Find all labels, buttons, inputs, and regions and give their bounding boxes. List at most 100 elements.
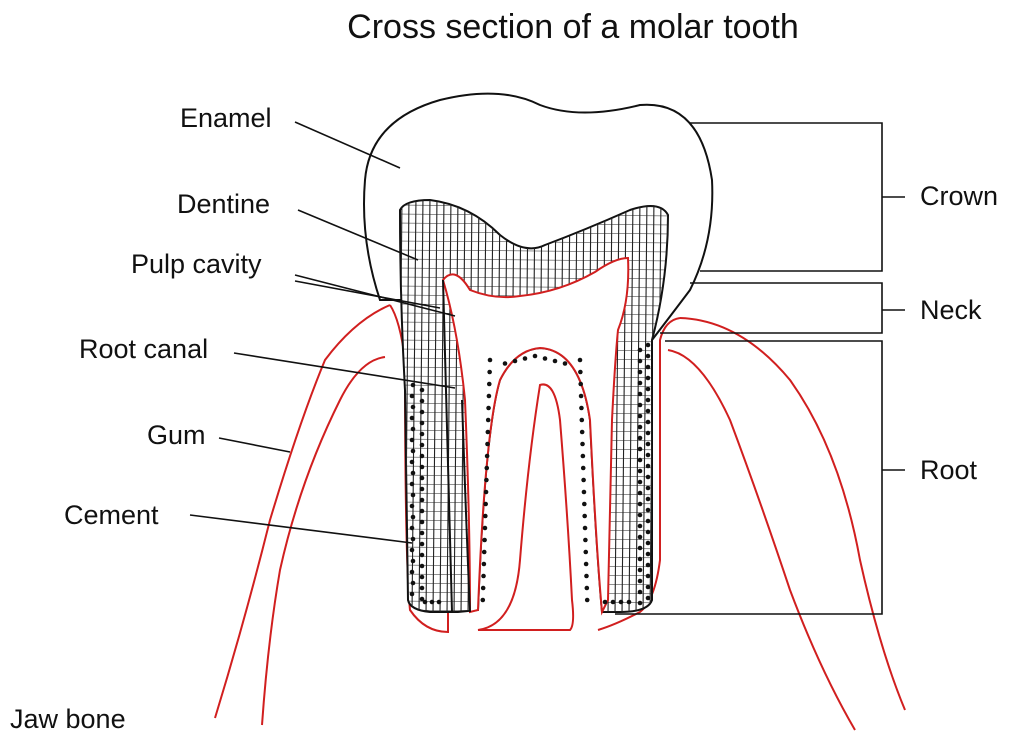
cement-dot — [410, 460, 415, 465]
bracket-root — [615, 341, 882, 614]
cement-dot — [638, 392, 643, 397]
cement-dot — [638, 425, 643, 430]
cement-dot — [410, 438, 415, 443]
cement-dot — [582, 490, 587, 495]
cement-dot — [411, 537, 416, 542]
cement-dot — [420, 487, 425, 492]
cement-dot — [646, 563, 651, 568]
cement-dot — [581, 454, 586, 459]
cement-dot — [487, 394, 492, 399]
cement-dot — [646, 354, 651, 359]
cement-dot — [420, 454, 425, 459]
cement-dot — [533, 354, 538, 359]
cement-dot — [638, 348, 643, 353]
cement-dot — [484, 490, 489, 495]
cement-dot — [579, 394, 584, 399]
cement-dot — [483, 526, 488, 531]
cement-dot — [638, 513, 643, 518]
label-jaw-bone: Jaw bone — [10, 704, 126, 734]
cement-dot — [638, 557, 643, 562]
cement-dot — [430, 600, 435, 605]
cement-dot — [646, 442, 651, 447]
cement-dot — [410, 416, 415, 421]
cement-dot — [619, 600, 624, 605]
cement-dot — [580, 430, 585, 435]
cement-dot — [638, 403, 643, 408]
cement-dot — [583, 526, 588, 531]
cement-dot — [411, 383, 416, 388]
cement-dot — [646, 508, 651, 513]
label-pulp-cavity: Pulp cavity — [131, 249, 262, 279]
cement-dot — [411, 405, 416, 410]
cement-dot — [646, 343, 651, 348]
cement-dot — [487, 382, 492, 387]
cement-dot — [646, 387, 651, 392]
cement-dot — [646, 486, 651, 491]
cement-dot — [420, 399, 425, 404]
cement-dot — [483, 502, 488, 507]
cement-dot — [646, 497, 651, 502]
cement-dot — [584, 574, 589, 579]
cement-dot — [481, 574, 486, 579]
bracket-crown — [690, 123, 882, 271]
cement-dot — [420, 575, 425, 580]
cement-dot — [580, 442, 585, 447]
cement-dot — [420, 465, 425, 470]
cement-dot — [420, 476, 425, 481]
cement-dot — [482, 538, 487, 543]
cement-dot — [646, 464, 651, 469]
cement-dot — [411, 471, 416, 476]
cement-dot — [638, 579, 643, 584]
left-gum-inner — [262, 357, 385, 725]
bracket-neck — [660, 283, 882, 333]
cement-dot — [482, 550, 487, 555]
gum-and-jaw-bone — [215, 305, 905, 730]
cement-dot — [646, 409, 651, 414]
cement-dot — [420, 520, 425, 525]
label-dentine: Dentine — [177, 189, 270, 219]
cement-dot — [583, 550, 588, 555]
cement-dot — [582, 514, 587, 519]
cement-dot — [646, 530, 651, 535]
label-enamel: Enamel — [180, 103, 272, 133]
cement-dot — [484, 466, 489, 471]
cement-dot — [638, 436, 643, 441]
cement-dot — [481, 598, 486, 603]
cement-dot — [646, 398, 651, 403]
cement-dot — [638, 469, 643, 474]
cement-dot — [646, 574, 651, 579]
cement-dot — [646, 552, 651, 557]
diagram-title: Cross section of a molar tooth — [347, 8, 799, 46]
cement-dot — [410, 394, 415, 399]
cement-dot — [578, 370, 583, 375]
cement-dot — [420, 542, 425, 547]
cement-dot — [482, 562, 487, 567]
cement-dot — [646, 541, 651, 546]
cement-dot — [410, 482, 415, 487]
cement-dot — [411, 559, 416, 564]
cement-dot — [638, 359, 643, 364]
cement-dot — [420, 586, 425, 591]
label-neck: Neck — [920, 295, 982, 325]
cement-dot — [638, 458, 643, 463]
cement-dot — [503, 361, 508, 366]
cement-dot — [410, 592, 415, 597]
label-root-canal: Root canal — [79, 334, 208, 364]
cement-dot — [578, 382, 583, 387]
cement-dot — [420, 509, 425, 514]
leader-gum — [219, 438, 290, 452]
cement-dot — [483, 514, 488, 519]
cement-dot — [638, 535, 643, 540]
cement-dot — [646, 585, 651, 590]
cement-dot — [410, 526, 415, 531]
cement-dot — [638, 381, 643, 386]
cement-dot — [420, 432, 425, 437]
cement-dot — [437, 600, 442, 605]
cement-dot — [410, 548, 415, 553]
cement-dot — [487, 370, 492, 375]
right-gum-inner — [668, 350, 855, 730]
cement-dot — [638, 568, 643, 573]
cement-dot — [578, 358, 583, 363]
cement-dot — [488, 358, 493, 363]
cement-dot — [420, 443, 425, 448]
